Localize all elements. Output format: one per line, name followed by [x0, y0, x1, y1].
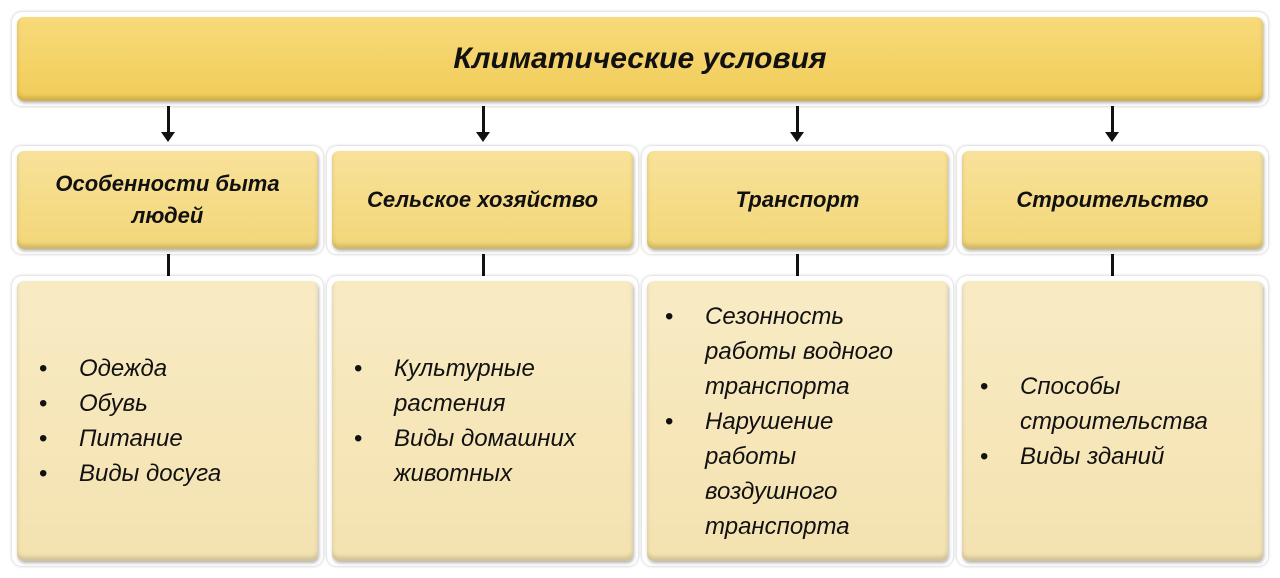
list-item: Виды зданий: [980, 439, 1240, 474]
details-list: Культурные растения Виды домашних животн…: [332, 351, 633, 491]
details-list: Способы строительства Виды зданий: [962, 369, 1240, 474]
list-item: Обувь: [39, 386, 221, 421]
connector-line: [482, 254, 485, 276]
connector-line: [796, 254, 799, 276]
category-label: Сельское хозяйство: [332, 151, 633, 249]
connector-line: [167, 254, 170, 276]
list-item: Способы строительства: [980, 369, 1240, 439]
list-item: Культурные растения: [354, 351, 554, 421]
root-node: Климатические условия: [12, 12, 1268, 106]
details-node: Сезонность работы водного транспорта Нар…: [642, 276, 953, 566]
details-node: Культурные растения Виды домашних животн…: [327, 276, 638, 566]
category-label: Особенности быта людей: [17, 151, 318, 249]
details-list: Одежда Обувь Питание Виды досуга: [17, 351, 221, 491]
arrow-down: [1105, 106, 1119, 142]
category-node: Транспорт: [642, 146, 953, 254]
category-node: Сельское хозяйство: [327, 146, 638, 254]
root-title: Климатические условия: [17, 17, 1263, 101]
details-node: Одежда Обувь Питание Виды досуга: [12, 276, 323, 566]
connector-line: [1111, 254, 1114, 276]
list-item: Одежда: [39, 351, 221, 386]
details-node: Способы строительства Виды зданий: [957, 276, 1268, 566]
category-node: Строительство: [957, 146, 1268, 254]
list-item: Питание: [39, 421, 221, 456]
category-label: Строительство: [962, 151, 1263, 249]
arrow-down: [161, 106, 175, 142]
arrow-down: [476, 106, 490, 142]
category-label: Транспорт: [647, 151, 948, 249]
list-item: Нарушение работы воздушного транспорта: [665, 404, 885, 544]
list-item: Виды досуга: [39, 456, 221, 491]
list-item: Виды домашних животных: [354, 421, 613, 491]
category-node: Особенности быта людей: [12, 146, 323, 254]
list-item: Сезонность работы водного транспорта: [665, 299, 920, 404]
arrow-down: [790, 106, 804, 142]
details-list: Сезонность работы водного транспорта Нар…: [647, 299, 920, 544]
